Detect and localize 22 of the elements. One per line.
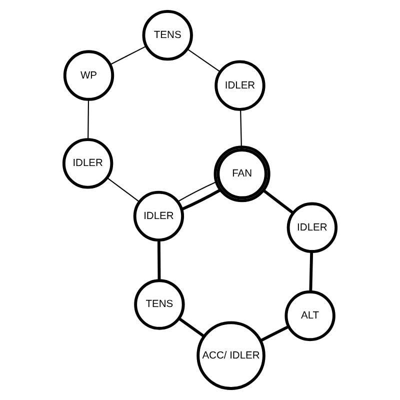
connector xyxy=(110,46,147,66)
connector xyxy=(187,48,221,72)
connector xyxy=(181,188,222,211)
node-circle: IDLER xyxy=(62,138,114,189)
connector xyxy=(88,100,90,140)
node-circle: ALT xyxy=(284,290,336,342)
node-circle: WP xyxy=(63,50,114,101)
connector xyxy=(309,252,314,292)
node-circle: ACC/ IDLER xyxy=(196,321,266,390)
node-circle: FAN xyxy=(214,146,270,202)
node-circle: IDLER xyxy=(214,60,266,111)
connector xyxy=(106,177,140,202)
node-circle: TENS xyxy=(142,10,193,61)
connector xyxy=(178,317,205,338)
connector xyxy=(177,181,217,202)
node-circle: IDLER xyxy=(286,202,338,253)
connector xyxy=(240,110,242,147)
node-circle: TENS xyxy=(134,279,185,330)
connector xyxy=(260,325,290,342)
connector xyxy=(262,189,294,214)
connector xyxy=(157,240,161,281)
node-circle: IDLER xyxy=(133,190,184,242)
